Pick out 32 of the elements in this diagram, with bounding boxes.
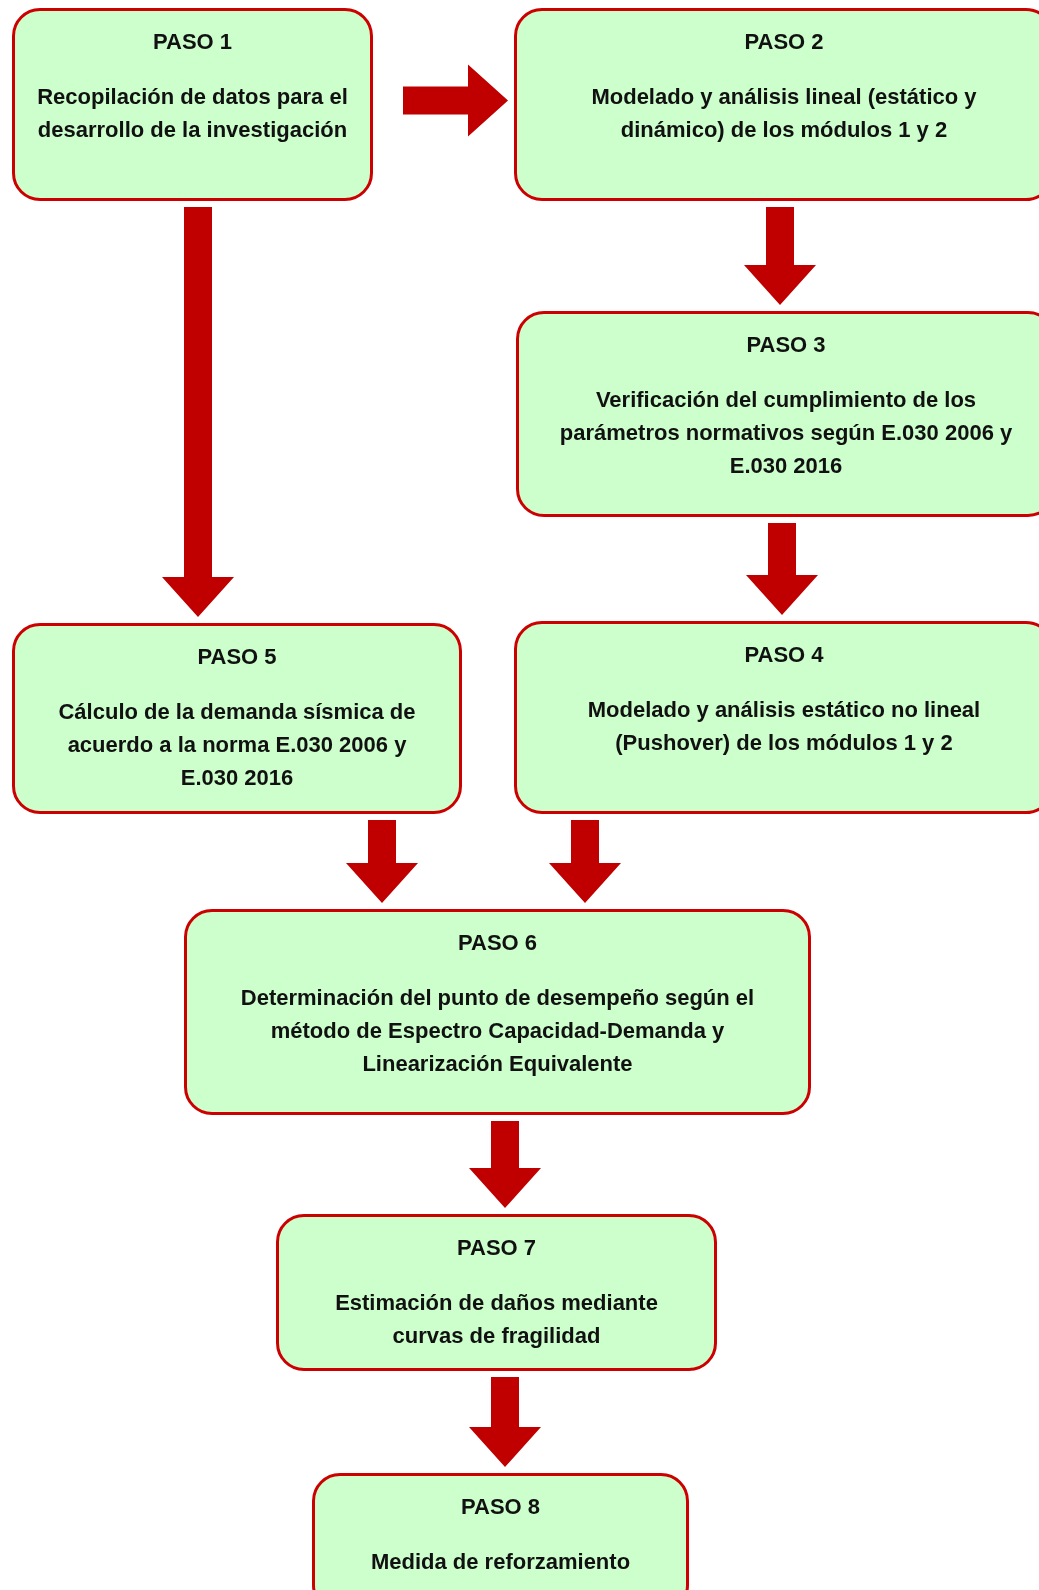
step-description: Estimación de daños mediante curvas de fragilidad [334,1289,659,1350]
step-description: Cálculo de la demanda sísmica de acuerdo a la norma E.030 2006 y E.030 2016 [57,698,417,792]
step-description: Determinación del punto de desempeño según el método de Espectro Capacidad-Demanda y Linearización Equivalente [239,984,756,1078]
step-description: Modelado y análisis lineal (estático y dinámico) de los módulos 1 y 2 [590,83,978,144]
block-arrow [403,64,508,137]
step-heading: PASO 2 [743,28,825,56]
block-arrow [746,523,818,615]
block-arrow [162,207,234,617]
block-arrow [549,820,621,903]
step-box [12,623,462,814]
block-arrow [346,820,418,903]
step-description: Medida de reforzamiento [369,1548,632,1576]
step-heading: PASO 5 [196,643,278,671]
block-arrow [744,207,816,305]
step-heading: PASO 6 [456,929,539,957]
step-heading: PASO 3 [745,331,827,359]
step-description: Recopilación de datos para el desarrollo de la investigación [37,83,348,144]
step-box [514,8,1039,201]
step-heading: PASO 8 [459,1493,542,1521]
block-arrow [469,1121,541,1208]
step-heading: PASO 4 [743,641,825,669]
step-box [276,1214,717,1371]
step-box [516,311,1039,517]
block-arrow [469,1377,541,1467]
step-heading: PASO 7 [455,1234,538,1262]
step-box [514,621,1039,814]
step-heading: PASO 1 [151,28,234,56]
step-box [312,1473,689,1590]
step-description: Verificación del cumplimiento de los parámetros normativos según E.030 2006 y E.030 2016 [558,386,1014,480]
step-box [12,8,373,201]
step-description: Modelado y análisis estático no lineal (Pushover) de los módulos 1 y 2 [586,696,982,757]
step-box [184,909,811,1115]
